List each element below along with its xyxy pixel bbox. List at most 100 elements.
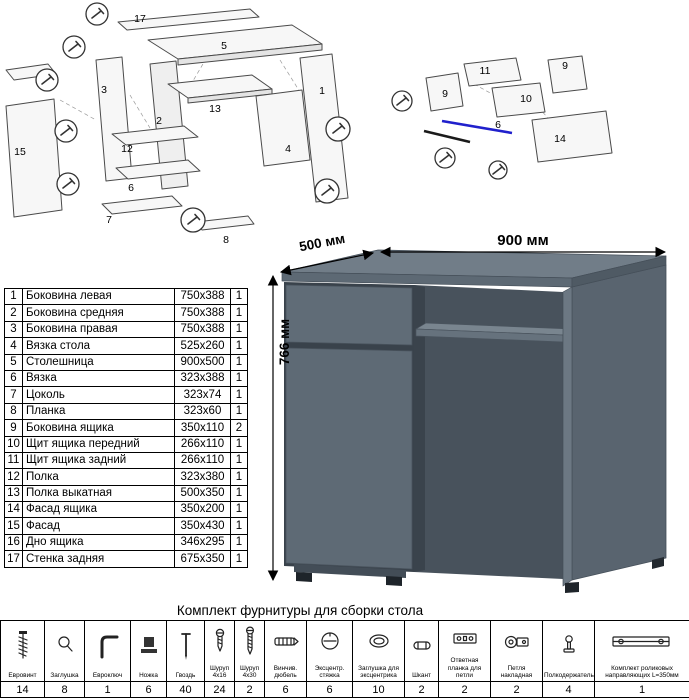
- hardware-item-qty: 1: [594, 681, 689, 698]
- roller-guide-icon: [596, 622, 689, 664]
- part-qty: 1: [230, 435, 248, 453]
- part-size: 323x60: [174, 402, 231, 421]
- part-qty: 1: [230, 287, 248, 306]
- part-qty: 1: [230, 468, 248, 486]
- part-qty: 1: [230, 517, 248, 535]
- hardware-item-qty: 6: [306, 681, 353, 698]
- part-size: 525x260: [174, 337, 231, 355]
- part-number: 15: [4, 517, 23, 535]
- part-number: 13: [4, 484, 23, 503]
- cam-lock-icon: [308, 622, 352, 664]
- part-name: Щит ящика задний: [22, 451, 175, 470]
- part-label-1: 1: [319, 85, 325, 97]
- hardware-item: Полкодержатель: [542, 620, 595, 682]
- part-name: Боковина средняя: [22, 304, 175, 322]
- part-side-panel-left: [95, 56, 133, 182]
- hardware-item-label: Гвоздь: [175, 671, 196, 679]
- dimension-width: 900 мм: [379, 232, 667, 258]
- part-qty: 1: [230, 484, 248, 503]
- shelf-pin-icon: [544, 622, 594, 671]
- hardware-item-label: Заглушка: [50, 671, 79, 679]
- leg-icon: [132, 622, 166, 671]
- hardware-item-label: Комплект роликовых направляющих L=350мм: [605, 664, 679, 679]
- part-label-2: 2: [156, 115, 162, 127]
- part-side-panel-right: [299, 53, 349, 203]
- screw-short-icon: [206, 622, 234, 664]
- exploded-view-drawer-diagram: 11 9 9 10 6 14: [391, 55, 613, 180]
- desk-leg: [296, 572, 312, 582]
- part-side-panel-middle: [149, 60, 189, 190]
- part-number: 7: [4, 386, 23, 404]
- hardware-kit-title: Комплект фурнитуры для сборки стола: [176, 603, 424, 618]
- part-label-14: 14: [554, 133, 566, 145]
- plinth: [294, 564, 406, 578]
- hardware-item-qty: 4: [542, 681, 595, 698]
- hardware-item-label: Евровинт: [8, 671, 37, 679]
- part-qty: 1: [230, 451, 248, 470]
- part-plinth: [101, 195, 183, 215]
- part-name: Фасад: [22, 517, 175, 535]
- part-name: Боковина ящика: [22, 419, 175, 437]
- part-number: 6: [4, 369, 23, 388]
- hardware-item-qty: 8: [44, 681, 85, 698]
- dimension-height: 766 мм: [267, 274, 292, 582]
- part-qty: 1: [230, 550, 248, 568]
- part-name: Столешница: [22, 353, 175, 371]
- part-size: 750x388: [174, 304, 231, 322]
- nail-icon: [168, 622, 204, 671]
- part-number: 14: [4, 501, 23, 519]
- part-drawer-side-right: [547, 55, 588, 94]
- part-size: 750x388: [174, 287, 231, 306]
- part-label-8: 8: [223, 234, 229, 246]
- part-name: Фасад ящика: [22, 501, 175, 519]
- part-label-15: 15: [14, 146, 26, 158]
- hardware-item-qty: 10: [352, 681, 405, 698]
- hinge-plate-icon: [440, 622, 490, 657]
- roller-guide-rails: [423, 119, 513, 144]
- hardware-item: Заглушка: [44, 620, 85, 682]
- hardware-item-qty: 24: [204, 681, 235, 698]
- part-size: 675x350: [174, 550, 231, 568]
- hardware-item: Евроключ: [84, 620, 131, 682]
- cam-cap-icon: [354, 622, 404, 664]
- door-front: [285, 347, 413, 570]
- confirmat-screw-icon: [2, 622, 44, 671]
- open-section: [414, 285, 563, 579]
- part-name: Цоколь: [22, 386, 175, 404]
- part-size: 750x388: [174, 320, 231, 339]
- part-label-17: 17: [134, 13, 146, 25]
- hardware-item: Евровинт: [0, 620, 45, 682]
- hardware-item: Шкант: [404, 620, 439, 682]
- hardware-item-label: Эксцентр. стяжка: [314, 664, 345, 679]
- part-brace: [115, 159, 201, 180]
- part-size: 500x350: [174, 484, 231, 503]
- desk-leg: [386, 576, 402, 586]
- hardware-item-label: Шуруп 4x30: [239, 664, 260, 679]
- hardware-item-qty: 2: [438, 681, 491, 698]
- part-size: 350x110: [174, 419, 231, 437]
- part-label-6: 6: [128, 182, 134, 194]
- part-name: Вязка стола: [22, 337, 175, 355]
- part-number: 5: [4, 353, 23, 371]
- part-door-facade: [5, 98, 63, 218]
- part-drawer-facade: [531, 110, 613, 163]
- part-name: Боковина левая: [22, 287, 175, 306]
- hardware-item: Эксцентр. стяжка: [306, 620, 353, 682]
- part-size: 346x295: [174, 533, 231, 552]
- hardware-item-qty: 2: [490, 681, 543, 698]
- screw-long-icon: [236, 622, 264, 664]
- height-label: 766 мм: [277, 319, 292, 365]
- part-number: 4: [4, 337, 23, 355]
- hardware-item: Гвоздь: [166, 620, 205, 682]
- hardware-item-label: Шуруп 4x16: [209, 664, 230, 679]
- part-number: 16: [4, 533, 23, 552]
- part-name: Дно ящика: [22, 533, 175, 552]
- part-label-11: 11: [480, 65, 491, 77]
